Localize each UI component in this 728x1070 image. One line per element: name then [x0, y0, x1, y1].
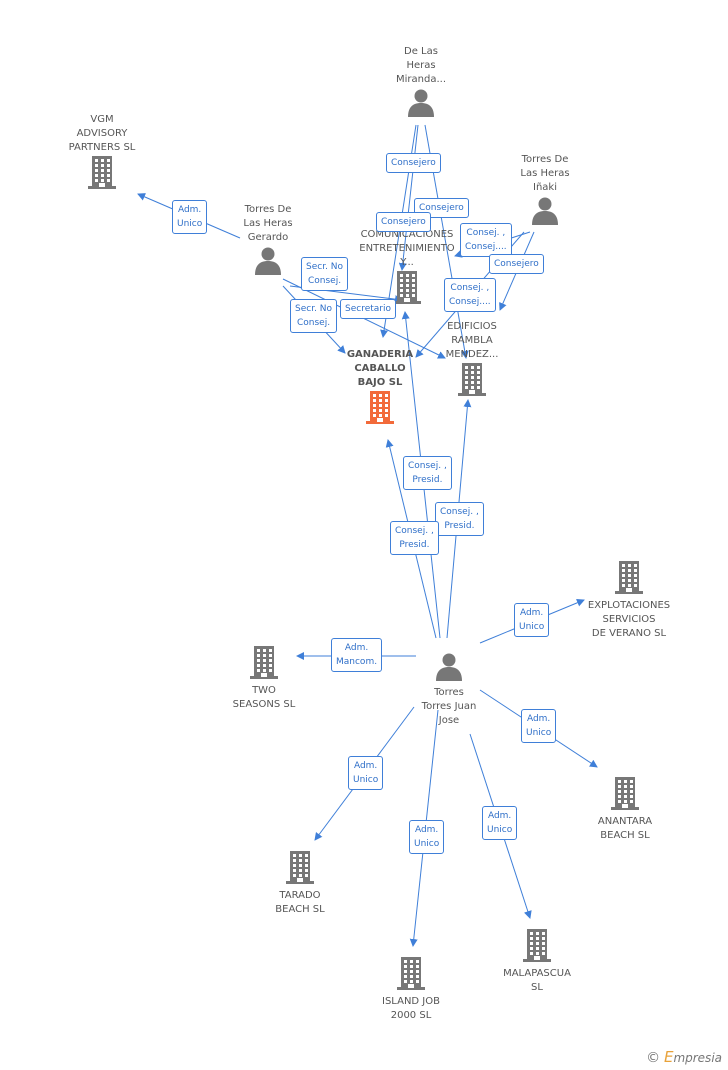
node-torres-de-las-heras-inaki[interactable]: Torres De Las Heras Iñaki: [485, 153, 605, 230]
edge-label[interactable]: Secr. No Consej.: [301, 257, 349, 291]
brand-initial: E: [663, 1048, 674, 1066]
edge-label[interactable]: Adm. Unico: [348, 756, 384, 790]
building-icon: [366, 390, 394, 429]
node-de-las-heras-miranda[interactable]: De Las Heras Miranda...: [361, 45, 481, 122]
node-torres-torres-juan-jose[interactable]: Torres Torres Juan Jose: [389, 651, 509, 728]
edge-label[interactable]: Consejero: [489, 254, 544, 274]
person-icon: [406, 87, 436, 122]
node-label: De Las Heras Miranda...: [396, 46, 446, 85]
node-label: TARADO BEACH SL: [275, 890, 325, 915]
node-label: GANADERIA CABALLO BAJO SL: [346, 349, 414, 388]
building-icon: [615, 560, 643, 599]
node-label: COMUNICACIONES ENTRETENIMIENTO Y...: [359, 229, 455, 268]
edge-label[interactable]: Consej. , Consej....: [444, 278, 496, 312]
node-tarado-beach[interactable]: TARADO BEACH SL: [240, 850, 360, 917]
building-icon: [393, 270, 421, 309]
node-island-job[interactable]: ISLAND JOB 2000 SL: [351, 956, 471, 1023]
person-icon: [434, 651, 464, 686]
building-icon: [458, 362, 486, 401]
building-icon: [397, 956, 425, 995]
edge-label[interactable]: Consejero: [376, 212, 431, 232]
node-label: Torres De Las Heras Gerardo: [243, 204, 293, 243]
brand-logo: © Empresia: [646, 1048, 722, 1066]
edge-label[interactable]: Secr. No Consej.: [290, 299, 338, 333]
node-label: MALAPASCUA SL: [503, 968, 571, 993]
node-label: TWO SEASONS SL: [232, 685, 296, 710]
edge-label[interactable]: Consejero: [386, 153, 441, 173]
node-label: Torres Torres Juan Jose: [421, 687, 477, 726]
building-icon: [611, 776, 639, 815]
node-anantara-beach[interactable]: ANANTARA BEACH SL: [565, 776, 685, 843]
edge-label[interactable]: Consej. , Consej....: [460, 223, 512, 257]
node-ganaderia-caballo-bajo[interactable]: GANADERIA CABALLO BAJO SL: [320, 348, 440, 429]
building-icon: [250, 645, 278, 684]
node-two-seasons[interactable]: TWO SEASONS SL: [204, 645, 324, 712]
building-icon: [523, 928, 551, 967]
edge-label[interactable]: Adm. Unico: [409, 820, 445, 854]
node-label: VGM ADVISORY PARTNERS SL: [68, 114, 136, 153]
person-icon: [530, 195, 560, 230]
node-label: EDIFICIOS RAMBLA MENDEZ...: [445, 321, 499, 360]
building-icon: [286, 850, 314, 889]
node-malapascua[interactable]: MALAPASCUA SL: [477, 928, 597, 995]
copyright-symbol: ©: [646, 1050, 661, 1066]
edge-label[interactable]: Adm. Unico: [521, 709, 557, 743]
edge-label[interactable]: Secretario: [340, 299, 396, 319]
node-label: ANANTARA BEACH SL: [597, 816, 653, 841]
node-label: ISLAND JOB 2000 SL: [382, 996, 440, 1021]
edge-label[interactable]: Consej. , Presid.: [390, 521, 439, 555]
person-icon: [253, 245, 283, 280]
edge-de-las-heras-miranda-to-comunicaciones-entretenimiento: [398, 124, 419, 271]
node-torres-de-las-heras-gerardo[interactable]: Torres De Las Heras Gerardo: [208, 203, 328, 280]
brand-name: mpresia: [673, 1051, 722, 1065]
edge-label[interactable]: Adm. Unico: [172, 200, 208, 234]
edge-label[interactable]: Consej. , Presid.: [435, 502, 484, 536]
node-vgm-advisory[interactable]: VGM ADVISORY PARTNERS SL: [42, 113, 162, 194]
node-label: Torres De Las Heras Iñaki: [520, 154, 570, 193]
node-label: EXPLOTACIONES SERVICIOS DE VERANO SL: [587, 600, 671, 639]
node-edificios-rambla[interactable]: EDIFICIOS RAMBLA MENDEZ...: [412, 320, 532, 401]
node-comunicaciones-entretenimiento[interactable]: COMUNICACIONES ENTRETENIMIENTO Y...: [347, 228, 467, 309]
edge-label[interactable]: Adm. Unico: [482, 806, 518, 840]
edge-label[interactable]: Consej. , Presid.: [403, 456, 452, 490]
node-explotaciones-servicios[interactable]: EXPLOTACIONES SERVICIOS DE VERANO SL: [569, 560, 689, 641]
building-icon: [88, 155, 116, 194]
edge-label[interactable]: Adm. Mancom.: [331, 638, 383, 672]
edge-label[interactable]: Adm. Unico: [514, 603, 550, 637]
